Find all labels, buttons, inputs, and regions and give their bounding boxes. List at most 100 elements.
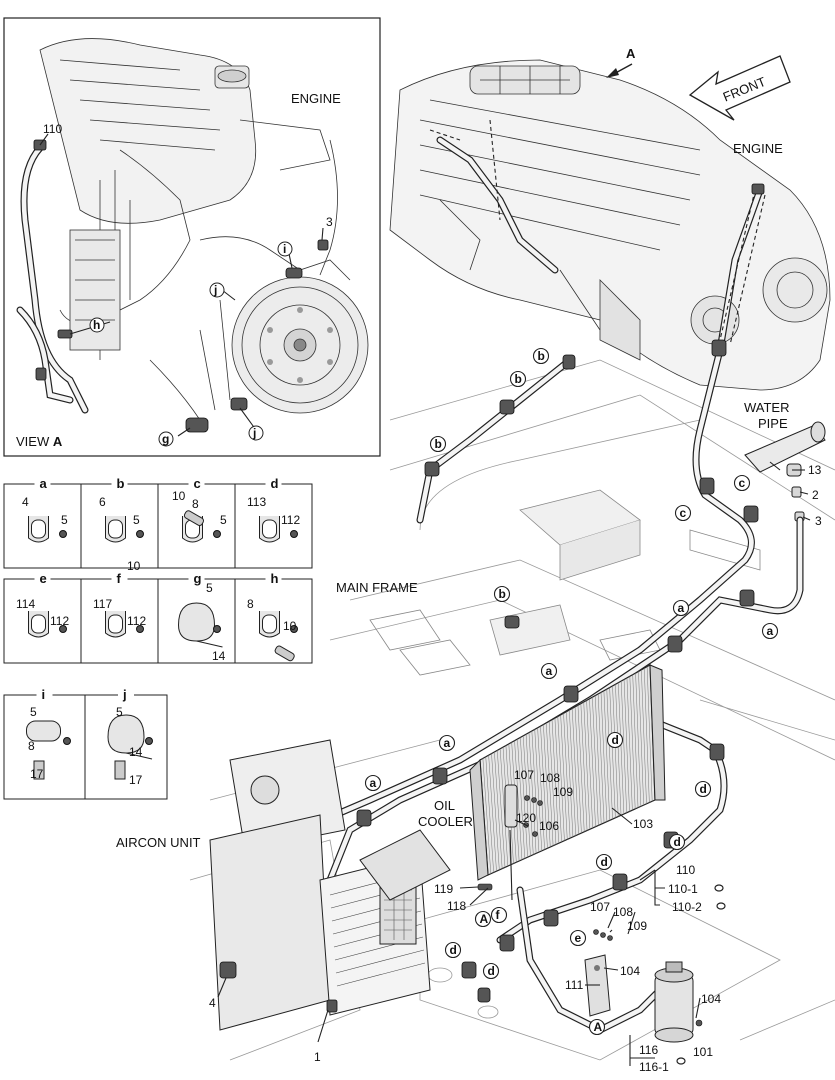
clamp-detail-part-label: 5 xyxy=(220,513,227,527)
clamp-detail-part-label: 5 xyxy=(206,581,213,595)
main-frame-label: MAIN FRAME xyxy=(336,580,418,595)
water-pipe-label-1: WATER xyxy=(744,400,790,415)
view-a-arrow-letter: A xyxy=(626,46,636,61)
view-a-circle-j-lower: j xyxy=(248,425,264,441)
clamp-detail-letter: h xyxy=(271,571,279,586)
clamp-detail-letter: d xyxy=(271,476,279,491)
svg-text:a: a xyxy=(546,664,553,678)
part-2: 2 xyxy=(812,488,819,502)
view-a-title: VIEW A xyxy=(16,434,63,449)
svg-text:e: e xyxy=(575,931,582,945)
callout-c1: c xyxy=(733,474,751,492)
part-106: 106 xyxy=(539,819,559,833)
view-a-circle-i: i xyxy=(277,241,293,257)
svg-text:c: c xyxy=(739,476,746,490)
clamp-detail-part-label: 8 xyxy=(28,739,35,753)
callout-b4: b xyxy=(493,585,511,603)
view-a-circle-h: h xyxy=(89,317,105,333)
view-a-circle-j-upper: j xyxy=(209,282,225,298)
clamp-detail-part-label: 4 xyxy=(22,495,29,509)
clamp-detail-part-label: 5 xyxy=(133,513,140,527)
callout-A2: A xyxy=(588,1018,606,1036)
callout-a1: a xyxy=(672,599,690,617)
svg-text:b: b xyxy=(435,437,442,451)
callout-a5: a xyxy=(364,774,382,792)
svg-text:h: h xyxy=(93,318,100,332)
part-13: 13 xyxy=(808,463,822,477)
condenser-103 xyxy=(469,663,666,901)
clamp-detail-grid: a45b6510c1085d113112e114112f117112g514h8… xyxy=(3,476,313,800)
clamp-detail-letter: a xyxy=(40,476,48,491)
clamp-detail-j: j 5 14 17 xyxy=(84,687,168,800)
aircon-unit-label: AIRCON UNIT xyxy=(116,835,201,850)
callout-d2: d xyxy=(694,780,712,798)
callout-A1: A xyxy=(474,910,492,928)
part-110-2: 110-2 xyxy=(672,900,702,914)
part-116-1: 116-1 xyxy=(639,1060,669,1074)
callout-c2: c xyxy=(674,504,692,522)
clamp-detail-letter: e xyxy=(40,571,47,586)
clamp-detail-letter: i xyxy=(42,687,46,702)
clamp-detail-f: f 117 112 xyxy=(80,571,159,664)
svg-text:a: a xyxy=(444,736,451,750)
oil-cooler-label-2: COOLER xyxy=(418,814,473,829)
clamp-detail-part-label: 112 xyxy=(50,614,69,628)
svg-text:g: g xyxy=(162,432,169,446)
clamp-detail-part-label: 14 xyxy=(212,649,226,663)
clamp-detail-part-label: 17 xyxy=(129,773,143,787)
svg-text:j: j xyxy=(252,426,256,440)
part-number-labels: 13 2 3 107 108 109 120 106 103 110 110-1… xyxy=(209,463,822,1074)
clamp-detail-part-label: 117 xyxy=(93,597,112,611)
svg-text:d: d xyxy=(612,733,619,747)
heater-hoses xyxy=(221,119,804,1014)
clamp-detail-part-label: 112 xyxy=(127,614,146,628)
clamp-detail-part-label: 6 xyxy=(99,495,106,509)
clamp-detail-letter: f xyxy=(117,571,122,586)
svg-text:b: b xyxy=(515,372,522,386)
svg-text:i: i xyxy=(283,242,286,256)
view-a-callout-110: 110 xyxy=(43,122,62,136)
callout-d3: d xyxy=(668,833,686,851)
svg-text:A: A xyxy=(594,1020,603,1034)
clamp-detail-part-label: 113 xyxy=(247,495,266,509)
front-arrow: FRONT xyxy=(688,55,791,121)
part-107-upper: 107 xyxy=(514,768,534,782)
part-108-lower: 108 xyxy=(613,905,633,919)
clamp-detail-part-label: 10 xyxy=(283,619,297,633)
view-a-arrow: A xyxy=(606,46,636,78)
clamp-detail-letter: j xyxy=(122,687,127,702)
clamp-detail-part-label: 10 xyxy=(172,489,186,503)
part-120: 120 xyxy=(516,811,536,825)
view-a-engine-drawing xyxy=(39,38,369,421)
view-a-circle-g: g xyxy=(158,431,174,447)
part-107-lower: 107 xyxy=(590,900,610,914)
callout-d6: d xyxy=(482,962,500,980)
part-109-upper: 109 xyxy=(553,785,573,799)
aircon-unit-drawing xyxy=(209,739,451,1031)
svg-text:j: j xyxy=(213,283,217,297)
part-104-left: 104 xyxy=(620,964,640,978)
hose-clamps xyxy=(219,183,765,1013)
part-118: 118 xyxy=(447,899,466,913)
clamp-detail-part-label: 112 xyxy=(281,513,300,527)
view-a-engine-label: ENGINE xyxy=(291,91,341,106)
clamp-detail-part-label: 14 xyxy=(129,745,143,759)
part-3: 3 xyxy=(815,514,822,528)
part-4: 4 xyxy=(209,996,216,1010)
part-110: 110 xyxy=(676,863,695,877)
clamp-detail-part-label: 5 xyxy=(30,705,37,719)
svg-text:d: d xyxy=(488,964,495,978)
part-111: 111 xyxy=(565,978,584,992)
part-109-lower: 109 xyxy=(627,919,647,933)
clamp-detail-d: d 113 112 xyxy=(234,476,313,569)
clamp-detail-part-label: 5 xyxy=(116,705,123,719)
svg-text:A: A xyxy=(480,912,489,926)
clamp-detail-a: a45 xyxy=(3,476,82,569)
callout-b2: b xyxy=(509,370,527,388)
